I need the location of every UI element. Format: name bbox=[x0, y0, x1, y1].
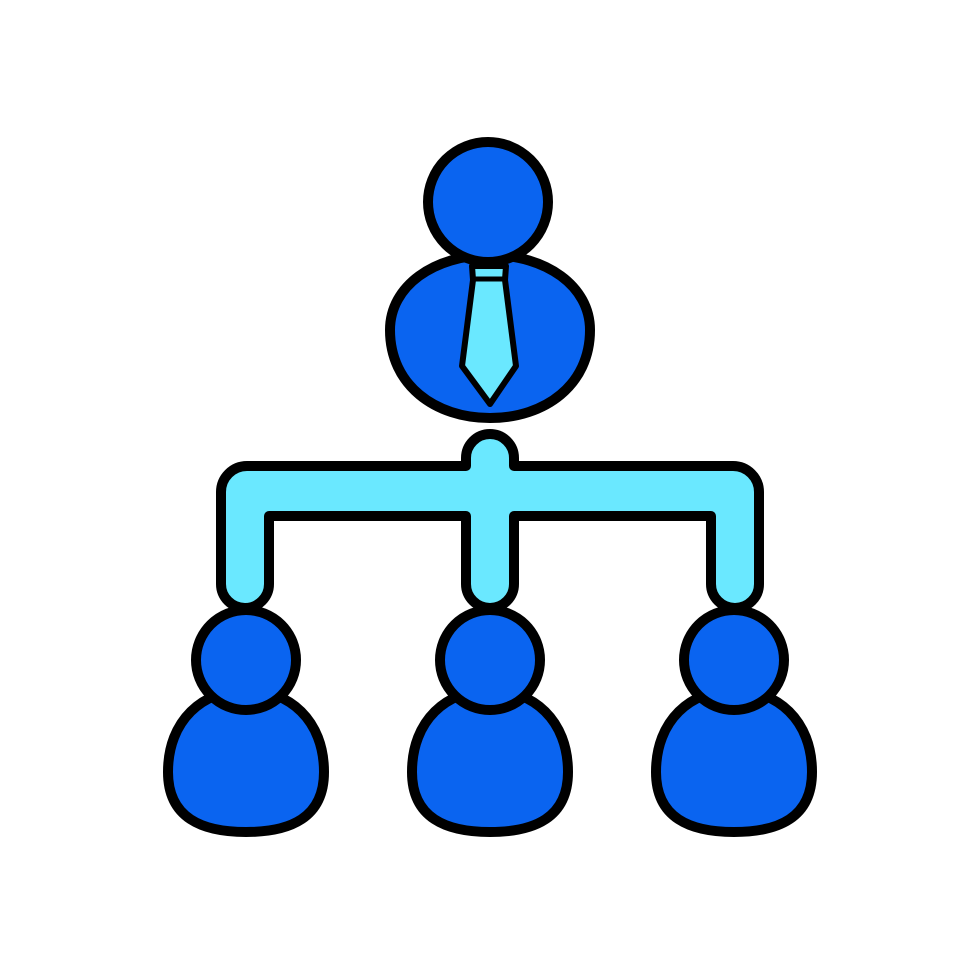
manager-person-icon bbox=[385, 137, 595, 423]
employee-person-icon-right bbox=[651, 605, 817, 837]
employee-person-icon-left bbox=[163, 605, 329, 837]
employee-person-icon-center bbox=[407, 605, 573, 837]
necktie-icon bbox=[459, 263, 519, 407]
hierarchy-connector-lines-icon bbox=[216, 429, 764, 613]
